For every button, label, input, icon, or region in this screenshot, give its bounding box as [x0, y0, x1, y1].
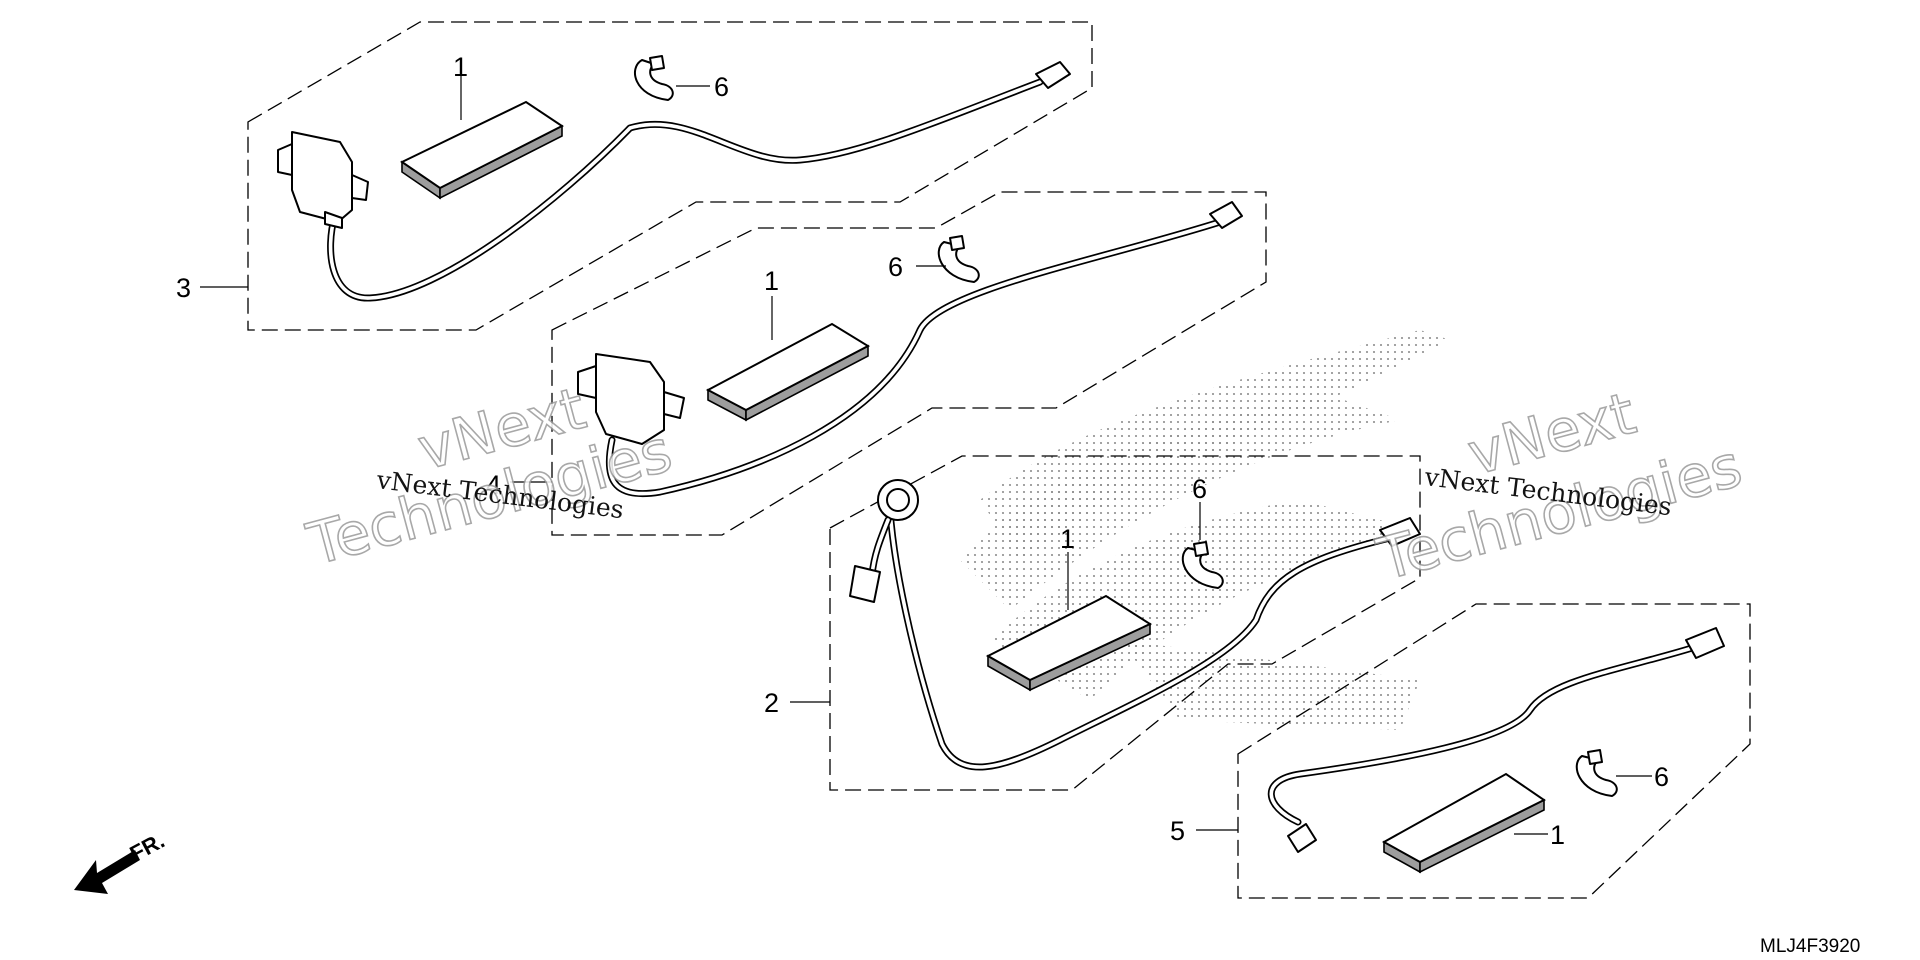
callout-5: 5: [1170, 816, 1185, 846]
front-direction-indicator: FR.: [74, 828, 169, 894]
adhesive-pad-5: [1381, 772, 1546, 874]
kit-frame-5: [1237, 603, 1751, 899]
control-unit-3: [277, 131, 369, 229]
kit-group-5: [1196, 603, 1751, 899]
sensor-5: [1287, 823, 1317, 853]
kit-frame-3: [247, 21, 1093, 331]
cable-clip-4: [937, 235, 980, 283]
control-unit-4: [577, 353, 685, 445]
cable-clip-3: [633, 55, 674, 101]
connector-3: [1035, 61, 1071, 89]
callout-6-top: 6: [714, 72, 729, 102]
callout-1-bottom: 1: [1550, 820, 1565, 850]
cable-clip-2: [1181, 541, 1224, 589]
callout-6-middle: 6: [888, 252, 903, 282]
adhesive-pad-4: [705, 322, 871, 422]
callout-1-middle: 1: [764, 266, 779, 296]
callout-4: 4: [486, 470, 501, 500]
callout-1-center: 1: [1060, 524, 1075, 554]
connector-2: [1379, 517, 1421, 547]
adhesive-pad-3: [400, 100, 564, 200]
cable-clip-5: [1575, 749, 1618, 797]
kit-frame-4: [551, 191, 1267, 536]
callout-3: 3: [176, 273, 191, 303]
connector-4: [1209, 201, 1243, 229]
front-arrow-icon: [74, 850, 140, 894]
connector-5: [1685, 627, 1725, 659]
kit-group-3: [200, 21, 1093, 331]
callout-6-bottom: 6: [1654, 762, 1669, 792]
adhesive-pad-2: [985, 594, 1153, 692]
callout-2: 2: [764, 688, 779, 718]
kit-group-4: [510, 191, 1267, 536]
kit-group-2: [790, 455, 1421, 791]
callout-6-center: 6: [1192, 474, 1207, 504]
callout-1-top: 1: [453, 52, 468, 82]
kit-frame-2: [829, 455, 1421, 791]
connector-2-lead: [849, 479, 919, 603]
diagram-code: MLJ4F3920: [1760, 936, 1860, 957]
callouts: 1 6 3 6 1 4 6 1 2 6 5 1: [176, 52, 1669, 850]
